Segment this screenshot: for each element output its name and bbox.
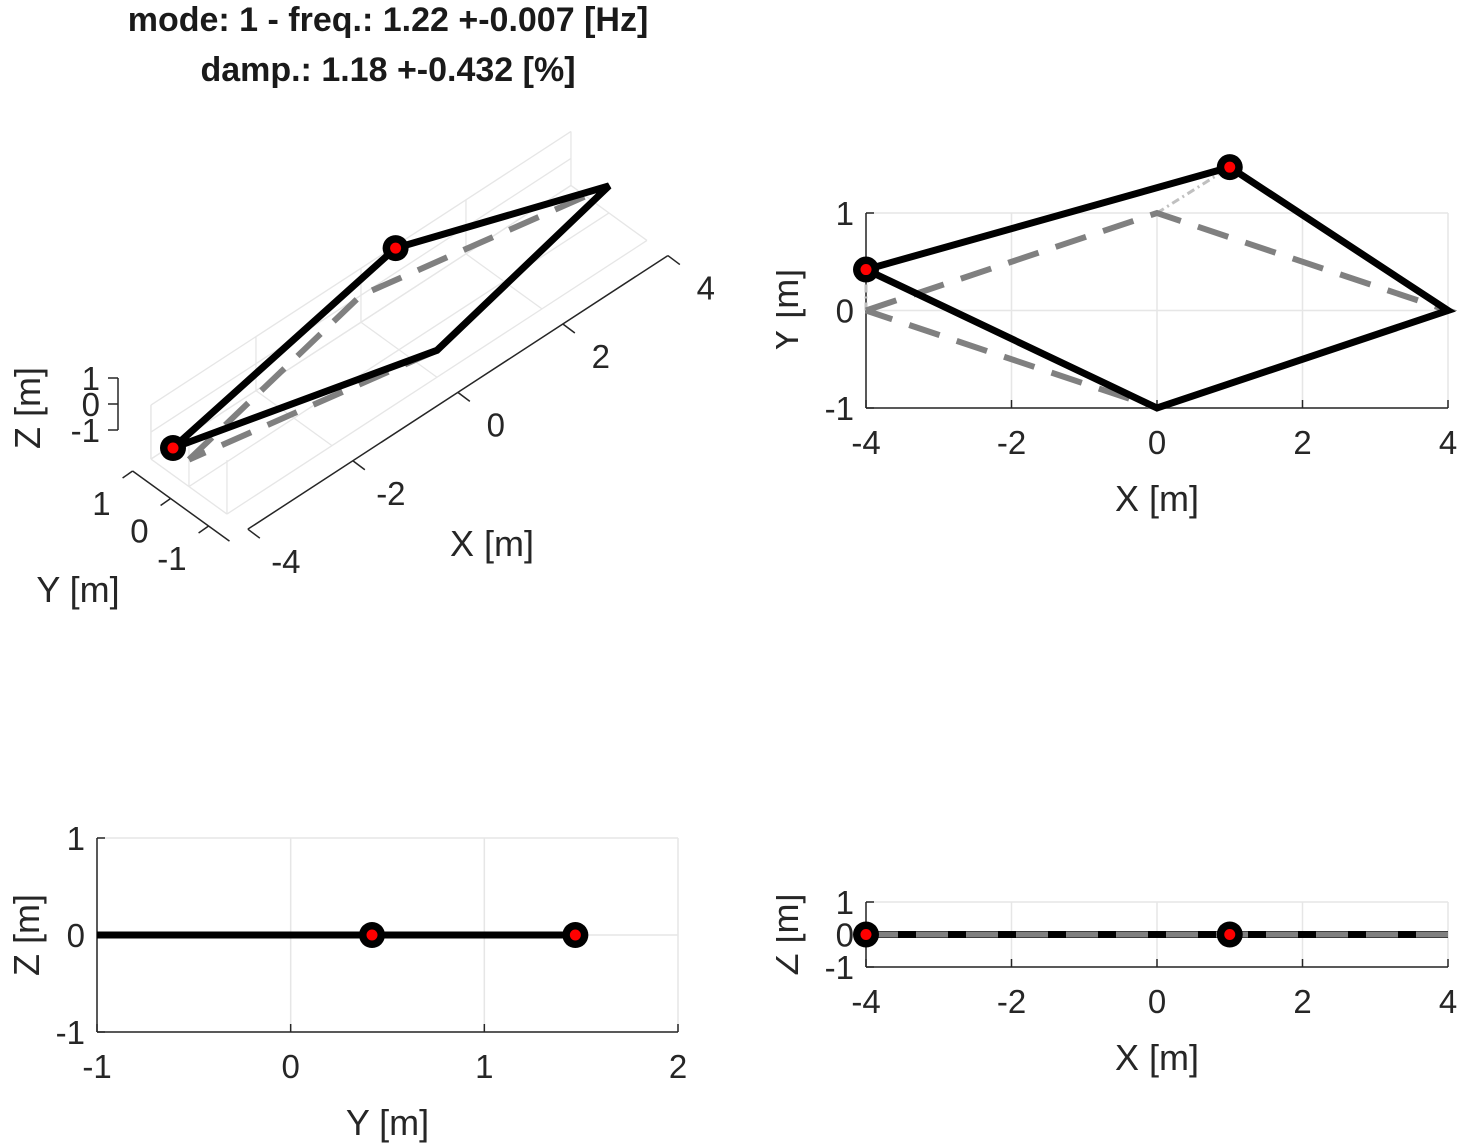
x-tick-label: 0 [1148, 983, 1166, 1020]
grid-line-floor-y-1 [188, 212, 610, 488]
node-marker-dot-1 [390, 242, 402, 254]
z-tick-label: 0 [82, 386, 100, 423]
y-axis-line [132, 470, 230, 542]
node-marker-dot-1 [1224, 161, 1236, 173]
x-tick-label: -2 [997, 983, 1026, 1020]
y-tick-mark-0 [198, 525, 210, 534]
y-axis-label: Y [m] [776, 269, 806, 352]
y-tick-mark-1 [160, 497, 172, 507]
z-tick-label: 1 [82, 360, 100, 397]
node-marker-dot-0 [366, 929, 378, 941]
node-marker-dot-0 [860, 264, 872, 276]
connector-line-1 [1156, 165, 1231, 215]
y-tick-label: -1 [157, 540, 186, 577]
plot-yz-view: -1 0 1 2 -1 0 1 Y [m] Z [m] [6, 820, 687, 1143]
figure-title-line2: damp.: 1.18 +-0.432 [%] [200, 51, 576, 89]
y-tick-label: 1 [836, 195, 854, 232]
x-tick-label: 4 [1439, 983, 1457, 1020]
series-line-solid [864, 163, 1456, 412]
y-tick-label: 1 [836, 884, 854, 921]
x-axis-label: Y [m] [346, 1102, 429, 1143]
plot-xy-view: -4 -2 0 2 4 -1 0 1 X [m] Y [m] [776, 154, 1457, 519]
x-tick-label: 0 [281, 1048, 299, 1085]
x-tick-label: 4 [697, 270, 715, 307]
node-marker-dot-0 [167, 442, 179, 454]
x-tick-label: 4 [1439, 424, 1457, 461]
y-tick-label: -1 [825, 949, 854, 986]
y-tick-label: 0 [130, 513, 148, 550]
x-tick-mark-4 [667, 254, 681, 266]
x-tick-label: -4 [271, 543, 300, 580]
x-tick-mark-2 [457, 391, 471, 402]
x-axis-label: X [m] [1115, 1037, 1199, 1078]
grid-line-floor-y-2 [150, 184, 572, 460]
x-tick-label: -4 [851, 983, 880, 1020]
x-tick-label: 2 [1293, 424, 1311, 461]
node-marker-dot-0 [860, 929, 872, 940]
x-tick-mark-1 [352, 460, 366, 471]
x-tick-label: -2 [997, 424, 1026, 461]
y-axis-label: Z [m] [776, 894, 806, 976]
x-tick-mark-0 [247, 528, 261, 539]
x-tick-label: 0 [1148, 424, 1166, 461]
y-tick-label: -1 [56, 1014, 85, 1051]
x-tick-label: 2 [669, 1048, 687, 1085]
y-tick-label: 1 [67, 820, 85, 857]
z-tick-label: -1 [71, 412, 100, 449]
x-axis-label: X [m] [1115, 478, 1199, 519]
y-axis-label: Y [m] [36, 569, 119, 610]
y-tick-mark-2 [122, 470, 134, 479]
grid-line-back-z-1 [150, 157, 572, 433]
y-tick-label: 1 [92, 485, 110, 522]
x-tick-label: 2 [592, 338, 610, 375]
node-marker-dot-1 [569, 929, 581, 941]
y-tick-label: -1 [825, 390, 854, 427]
node-marker-dot-1 [1224, 929, 1236, 940]
y-axis-label: Z [m] [6, 894, 47, 976]
x-axis-label: X [m] [450, 523, 534, 564]
y-tick-label: 0 [836, 293, 854, 330]
x-tick-label: 1 [475, 1048, 493, 1085]
z-axis-label: Z [m] [7, 367, 48, 449]
x-tick-label: -1 [82, 1048, 111, 1085]
y-tick-label: 0 [67, 917, 85, 954]
x-tick-label: 2 [1293, 983, 1311, 1020]
grid-line-floor-y-0 [226, 239, 648, 515]
figure-title-line1: mode: 1 - freq.: 1.22 +-0.007 [Hz] [127, 1, 649, 39]
series-line-solid [170, 182, 612, 452]
x-tick-label: -2 [376, 475, 405, 512]
grid-line-back-z-2 [150, 130, 572, 406]
y-tick-label: 0 [836, 917, 854, 954]
x-tick-label: -4 [851, 424, 880, 461]
x-tick-mark-3 [562, 323, 576, 334]
x-tick-label: 0 [487, 406, 505, 443]
